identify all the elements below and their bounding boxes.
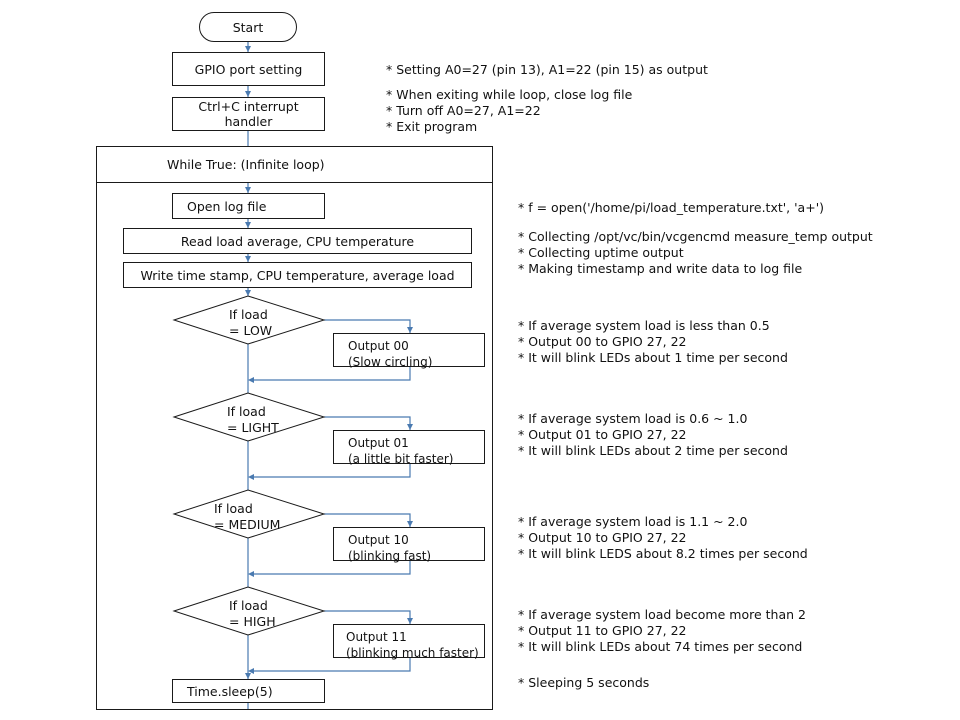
decision-diamond-light [172, 392, 326, 442]
sleep-box: Time.sleep(5) [172, 679, 325, 703]
note-low: * If average system load is less than 0.… [518, 318, 788, 365]
decision-label-high: If load= HIGH [229, 598, 276, 629]
output-box-11: Output 11(blinking much faster) [333, 624, 485, 660]
note-sleep: * Sleeping 5 seconds [518, 675, 650, 690]
decision-diamond-low [172, 295, 326, 345]
write-stamp-box: Write time stamp, CPU temperature, avera… [123, 262, 472, 288]
decision-label-light: If load= LIGHT [227, 404, 279, 435]
note-light: * If average system load is 0.6 ~ 1.0* O… [518, 411, 788, 458]
start-terminal: Start [199, 12, 297, 42]
note-read-write: * Collecting /opt/vc/bin/vcgencmd measur… [518, 229, 873, 276]
output-box-00: Output 00(Slow circling) [333, 333, 485, 369]
note-open-log: * f = open('/home/pi/load_temperature.tx… [518, 200, 825, 215]
decision-diamond-high [172, 586, 326, 636]
read-load-box: Read load average, CPU temperature [123, 228, 472, 254]
note-medium: * If average system load is 1.1 ~ 2.0* O… [518, 514, 808, 561]
note-gpio: * Setting A0=27 (pin 13), A1=22 (pin 15)… [386, 62, 708, 77]
gpio-setting-box: GPIO port setting [172, 52, 325, 86]
open-log-box: Open log file [172, 193, 325, 219]
note-high: * If average system load become more tha… [518, 607, 806, 654]
decision-diamond-medium [172, 489, 326, 539]
decision-label-low: If load= LOW [229, 307, 273, 338]
output-box-10: Output 10(blinking fast) [333, 527, 485, 563]
output-box-01: Output 01(a little bit faster) [333, 430, 485, 466]
interrupt-handler-box: Ctrl+C interrupt handler [172, 97, 325, 131]
while-loop-header: While True: (Infinite loop) [96, 146, 493, 183]
decision-label-medium: If load= MEDIUM [214, 501, 281, 532]
note-interrupt: * When exiting while loop, close log fil… [386, 87, 633, 134]
